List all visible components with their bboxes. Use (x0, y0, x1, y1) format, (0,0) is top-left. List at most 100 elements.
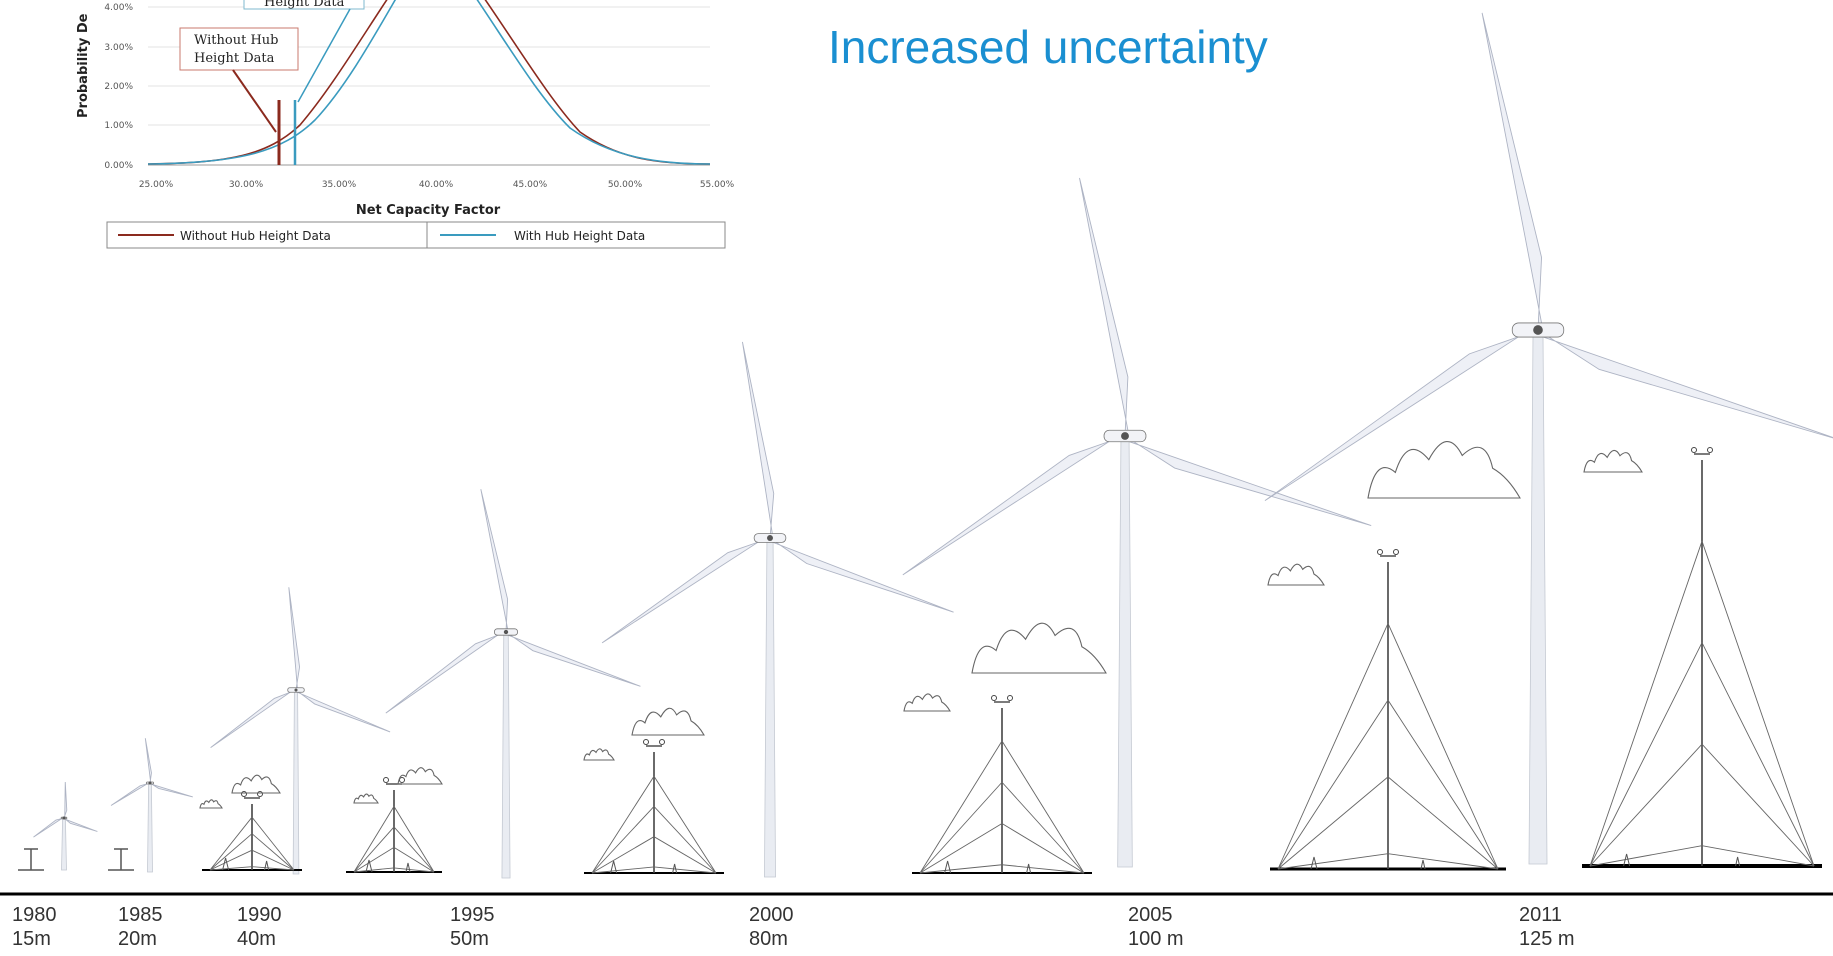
turbine-hub (294, 688, 298, 692)
turbine-blade (902, 432, 1126, 576)
anemometer-icon (241, 791, 247, 797)
cloud-icon (1267, 563, 1325, 586)
cloud-icon (397, 767, 443, 785)
tree-icon (1310, 856, 1426, 870)
mast-guy-wire (653, 836, 717, 874)
cloud-icon (353, 793, 379, 804)
mast-guy-wire (1701, 845, 1815, 867)
turbine-blade (110, 781, 151, 806)
met-masts-group (18, 447, 1822, 874)
timeline-year: 1990 (237, 904, 282, 926)
turbine-tower (1117, 435, 1133, 868)
turbines-group (33, 12, 1833, 879)
timeline-year: 2000 (749, 904, 794, 926)
cloud-icon (583, 748, 615, 761)
anemometer-icon (1377, 549, 1383, 555)
timeline-height: 125 m (1519, 928, 1575, 950)
mast-guy-wire (1701, 642, 1815, 867)
turbine-tower (764, 537, 776, 878)
anemometer-icon (1691, 447, 1697, 453)
anemometer-icon (399, 777, 405, 783)
mast-guy-wire (653, 866, 717, 874)
turbine-blade (288, 587, 301, 691)
mast-guy-wire (1387, 776, 1499, 870)
turbine-blade (768, 537, 954, 613)
legend-box (106, 221, 726, 249)
timeline-height: 50m (450, 928, 489, 950)
turbine-blade (601, 534, 771, 644)
mast-guy-wire (1277, 699, 1389, 870)
with-hub-height-curve (147, 0, 711, 165)
anemometer-icon (643, 739, 649, 745)
mast-guy-wire (1387, 699, 1499, 870)
mast-guy-wire (1001, 740, 1085, 874)
turbine-blade (63, 781, 68, 819)
x-tick: 35.00% (322, 180, 357, 190)
turbine-hub (1121, 432, 1129, 440)
mast-guy-wire (653, 806, 717, 874)
cloud-icon (971, 622, 1107, 674)
mast-guy-wire (353, 847, 395, 873)
y-axis-label: Probability De (76, 13, 91, 118)
mast-guy-wire (393, 806, 435, 873)
mast-guy-wire (1701, 743, 1815, 867)
mast-guy-wire (353, 867, 395, 873)
turbine-blade (1481, 12, 1544, 331)
headline: Increased uncertainty (828, 21, 1268, 73)
anemometer-icon (1007, 695, 1013, 701)
timeline-year: 1995 (450, 904, 495, 926)
anemometer-icon (991, 695, 997, 701)
cloud-icon (231, 774, 281, 794)
mast-guy-wire (251, 849, 295, 871)
x-tick: 30.00% (229, 180, 264, 190)
y-tick: 3.00% (104, 43, 133, 53)
turbine-blade (504, 631, 641, 687)
x-tick: 25.00% (139, 180, 174, 190)
legend-label-without: Without Hub Height Data (180, 229, 331, 243)
y-tick: 0.00% (104, 161, 133, 171)
mast-guy-wire (393, 826, 435, 873)
y-tick: 1.00% (104, 121, 133, 131)
tree-icon (1623, 853, 1741, 867)
turbine-blade (210, 688, 297, 748)
mast-guy-wire (919, 781, 1003, 874)
turbine-tower (292, 689, 300, 875)
turbine-tower (501, 631, 511, 879)
mast-guy-wire (1001, 864, 1085, 874)
mast-guy-wire (919, 823, 1003, 874)
mast-guy-wire (1701, 541, 1815, 867)
mast-guy-wire (1387, 853, 1499, 870)
anemometer-icon (1707, 447, 1713, 453)
anemometer-icon (1393, 549, 1399, 555)
anemometer-icon (257, 791, 263, 797)
cloud-icon (631, 707, 705, 736)
mast-guy-wire (251, 866, 295, 871)
mast-guy-wire (209, 816, 253, 871)
probability-density-chart: Probability De 4.00% 3.00% 2.00% 1.00% 0… (76, 0, 735, 249)
mast-guy-wire (1589, 541, 1703, 867)
mast-small (18, 848, 44, 871)
callout-without-line2: Height Data (194, 51, 275, 66)
mast-guy-wire (393, 847, 435, 873)
mast-guy-wire (591, 866, 655, 874)
turbine-blade (149, 782, 193, 798)
turbine-tower (147, 782, 153, 873)
mast-guy-wire (393, 867, 435, 873)
legend-label-with: With Hub Height Data (514, 229, 645, 243)
turbine-tower (61, 817, 67, 871)
anemometer-icon (659, 739, 665, 745)
x-axis-label: Net Capacity Factor (356, 203, 501, 218)
cloud-icon (199, 799, 223, 809)
mast-guy-wire (1387, 623, 1499, 870)
mast-guy-wire (251, 816, 295, 871)
cloud-icon (903, 693, 951, 712)
turbine-hub (503, 629, 509, 635)
mast-guy-wire (919, 740, 1003, 874)
x-tick: 45.00% (513, 180, 548, 190)
mast-guy-wire (1277, 776, 1389, 870)
turbine-blade (1264, 325, 1539, 502)
y-tick: 2.00% (104, 82, 133, 92)
cloud-icon (1583, 449, 1643, 473)
callout-with-text: Height Data (264, 0, 345, 10)
